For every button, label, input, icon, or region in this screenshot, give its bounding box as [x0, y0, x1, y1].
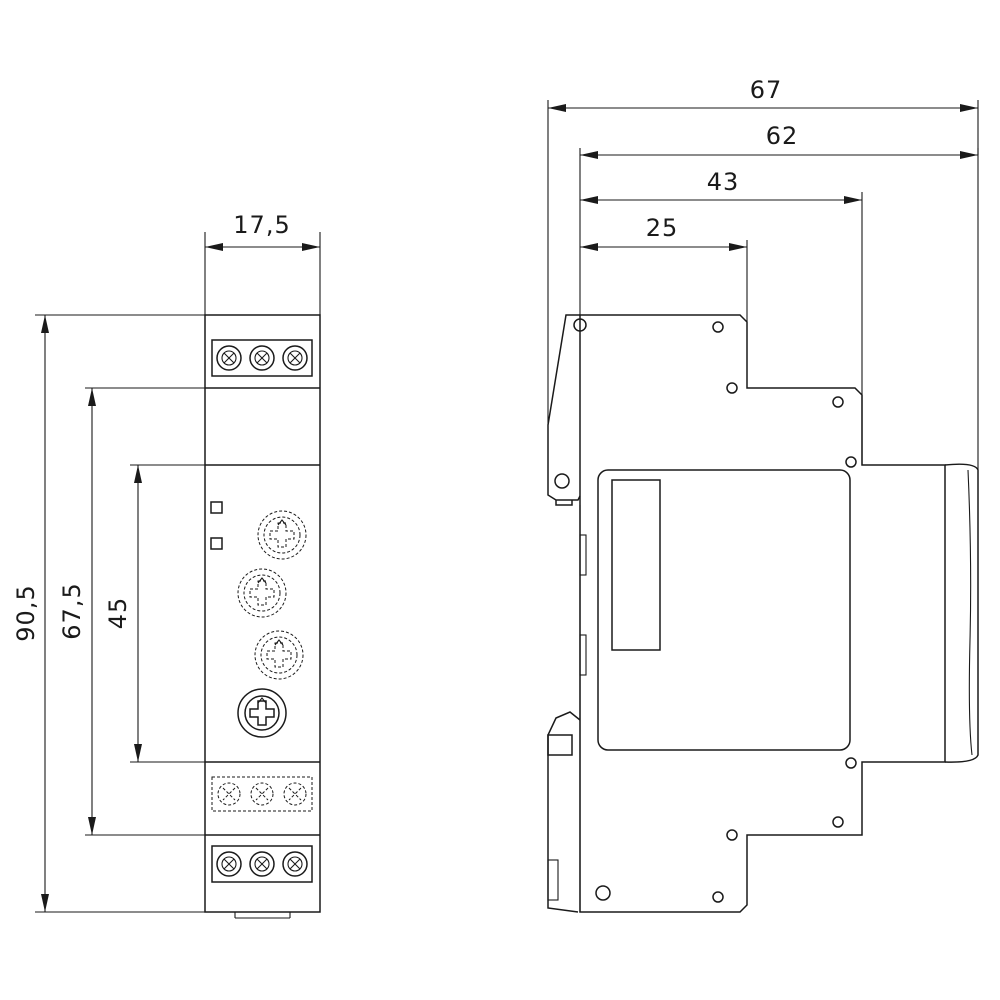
led-indicator-1: [210, 501, 223, 514]
bottom-terminal-screw-3: [282, 851, 308, 877]
rivet-11: [595, 885, 611, 901]
top-terminal-screw-3: [282, 345, 308, 371]
dim-depth-67-label: 67: [750, 76, 783, 104]
rivet-1: [573, 318, 587, 332]
front-cover: [944, 463, 979, 763]
hidden-terminal-screws: [217, 782, 307, 806]
dim-depth-25-label: 25: [646, 214, 679, 242]
din-clip-bottom: [547, 711, 581, 913]
dim-depth-25: 25: [580, 214, 748, 322]
led-indicator-2: [210, 537, 223, 550]
potentiometer-4: [237, 688, 287, 738]
dim-height-front: 45: [104, 464, 205, 763]
dim-depth-43-label: 43: [707, 168, 740, 196]
rivet-4: [832, 396, 844, 408]
dim-depth-43: 43: [580, 168, 863, 465]
rivet-5: [845, 456, 857, 468]
rivet-6: [554, 473, 570, 489]
side-label-area: [611, 479, 661, 651]
dim-width: 17,5: [204, 211, 321, 315]
rivet-2: [712, 321, 724, 333]
potentiometer-2: [237, 568, 287, 618]
top-terminal-screw-1: [216, 345, 242, 371]
rivet-10: [712, 891, 724, 903]
top-terminal-block: [211, 339, 313, 377]
side-label-panel: [597, 469, 851, 751]
bottom-terminal-block: [211, 845, 313, 883]
dim-depth-62: 62: [579, 122, 979, 315]
front-body-outline: [204, 314, 321, 913]
rivet-3: [726, 382, 738, 394]
dim-height-total: 90,5: [12, 314, 205, 913]
rivet-7: [845, 757, 857, 769]
front-view: 17,5 90,5 67,5 45: [12, 211, 321, 919]
bottom-terminal-screw-1: [216, 851, 242, 877]
hidden-terminal-block: [211, 776, 313, 812]
dim-depth-62-label: 62: [766, 122, 799, 150]
dim-height-total-label: 90,5: [12, 584, 40, 641]
top-terminal-screw-2: [249, 345, 275, 371]
dim-height-front-label: 45: [104, 597, 132, 630]
bottom-terminal-screw-2: [249, 851, 275, 877]
dim-height-mid-label: 67,5: [58, 582, 86, 639]
rivet-9: [726, 829, 738, 841]
din-clip-top: [547, 314, 581, 501]
dim-width-label: 17,5: [233, 211, 290, 239]
side-body-outline: [579, 314, 946, 913]
potentiometer-3: [254, 630, 304, 680]
side-view: 67 62 43 25: [547, 76, 979, 913]
rivet-8: [832, 816, 844, 828]
potentiometer-1: [257, 510, 307, 560]
dim-height-mid: 67,5: [58, 387, 205, 836]
dim-depth-67: 67: [547, 76, 979, 470]
